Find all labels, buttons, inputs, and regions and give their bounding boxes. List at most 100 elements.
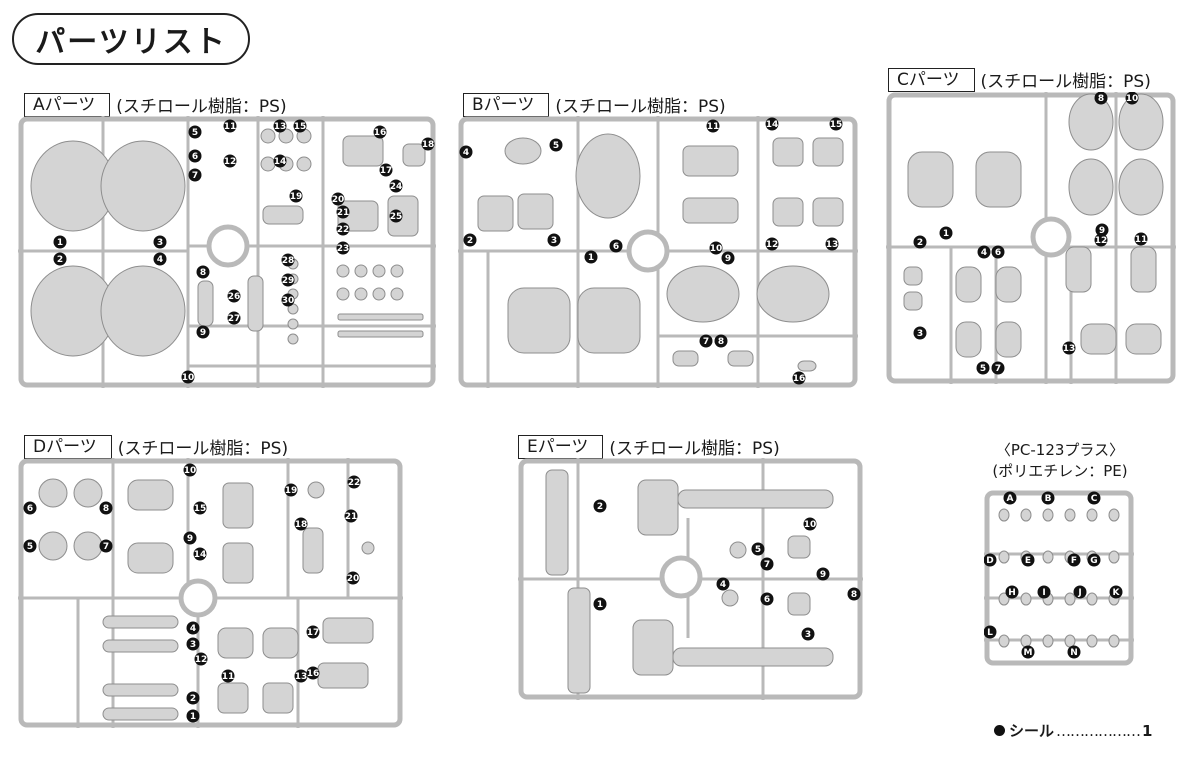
part-number-marker — [1067, 645, 1081, 659]
part-number: 1 — [190, 712, 196, 722]
part-number: E — [1025, 556, 1031, 566]
part-shape — [975, 151, 1022, 208]
part-shape — [302, 527, 324, 574]
part-number-marker — [1125, 92, 1139, 105]
part-shape — [337, 330, 424, 338]
part-shape — [247, 275, 264, 332]
part-number-marker — [765, 117, 779, 131]
part-shape — [38, 531, 68, 561]
part-shape — [1086, 634, 1098, 648]
part-shape — [100, 140, 186, 232]
part-shape — [903, 291, 923, 311]
part-shape — [1108, 634, 1120, 648]
part-number: 14 — [194, 550, 207, 560]
part-number: 1 — [57, 238, 63, 248]
part-shape — [721, 589, 739, 607]
part-number-marker — [221, 669, 235, 683]
part-shape — [222, 482, 254, 529]
part-number: 30 — [282, 296, 295, 306]
part-number: F — [1071, 556, 1077, 566]
part-shape — [73, 478, 103, 508]
part-number-marker — [847, 587, 861, 601]
part-shape — [287, 318, 299, 330]
part-number-marker — [281, 273, 295, 287]
part-number-marker — [344, 509, 358, 523]
part-shape — [336, 287, 350, 301]
part-number-marker — [186, 691, 200, 705]
part-shape — [390, 264, 404, 278]
part-number-marker — [293, 119, 307, 133]
part-number-marker — [816, 567, 830, 581]
part-number-marker — [1037, 585, 1051, 599]
part-number: K — [1113, 588, 1121, 598]
part-shape — [727, 350, 754, 367]
part-shape — [1086, 592, 1098, 606]
part-number: 8 — [103, 504, 109, 514]
part-number: I — [1042, 588, 1045, 598]
part-number-marker — [346, 571, 360, 585]
part-shape — [797, 360, 817, 372]
part-shape — [812, 137, 844, 167]
part-number-marker — [389, 209, 403, 223]
part-shape — [577, 287, 641, 354]
part-number-marker — [196, 265, 210, 279]
part-number: 13 — [1063, 344, 1076, 354]
part-shape — [197, 280, 214, 327]
part-number: 25 — [390, 212, 403, 222]
part-number-marker — [939, 226, 953, 240]
part-shape — [545, 469, 569, 576]
part-number: A — [1007, 494, 1014, 504]
part-number-marker — [1005, 585, 1019, 599]
part-number: 16 — [793, 374, 806, 384]
part-shape — [1042, 550, 1054, 564]
part-number-marker — [1134, 232, 1148, 246]
part-number-marker — [193, 501, 207, 515]
runner-frame — [18, 458, 403, 728]
part-number-marker — [373, 125, 387, 139]
part-number: 11 — [224, 122, 237, 132]
runner-hub — [659, 555, 703, 599]
part-number: 2 — [917, 238, 923, 248]
part-number: 12 — [766, 240, 779, 250]
part-number: 7 — [703, 337, 709, 347]
runner-hub — [1030, 216, 1072, 258]
part-number-marker — [421, 137, 435, 151]
part-shape — [998, 550, 1010, 564]
part-number-marker — [801, 627, 815, 641]
part-number-marker — [181, 370, 195, 384]
part-shape — [1065, 246, 1092, 293]
part-number-marker — [463, 233, 477, 247]
part-number: 4 — [190, 624, 196, 634]
part-number: 29 — [282, 276, 295, 286]
part-number-marker — [23, 501, 37, 515]
part-number: J — [1077, 588, 1081, 598]
part-number-marker — [1087, 553, 1101, 567]
part-number: 8 — [1098, 94, 1104, 104]
part-number-marker — [227, 311, 241, 325]
part-number: 7 — [764, 560, 770, 570]
part-shape — [682, 197, 739, 224]
seal-label: シール — [1009, 722, 1055, 740]
part-number: 19 — [285, 486, 298, 496]
part-number: 15 — [194, 504, 207, 514]
part-shape — [907, 151, 954, 208]
part-number-marker — [593, 499, 607, 513]
part-shape — [998, 592, 1010, 606]
part-number: 11 — [1135, 235, 1148, 245]
section-d-material: (スチロール樹脂：PS) — [117, 439, 289, 459]
part-number-marker — [765, 237, 779, 251]
part-number-marker — [379, 163, 393, 177]
runner-frame — [984, 490, 1134, 666]
part-shape — [1108, 550, 1120, 564]
part-shape — [336, 264, 350, 278]
part-shape — [217, 627, 254, 659]
part-shape — [504, 137, 542, 165]
part-number: D — [986, 556, 993, 566]
part-number: 12 — [224, 157, 237, 167]
part-shape — [1020, 592, 1032, 606]
part-shape — [756, 265, 830, 323]
part-number: 22 — [348, 478, 361, 488]
part-number-marker — [281, 293, 295, 307]
part-number-marker — [547, 233, 561, 247]
